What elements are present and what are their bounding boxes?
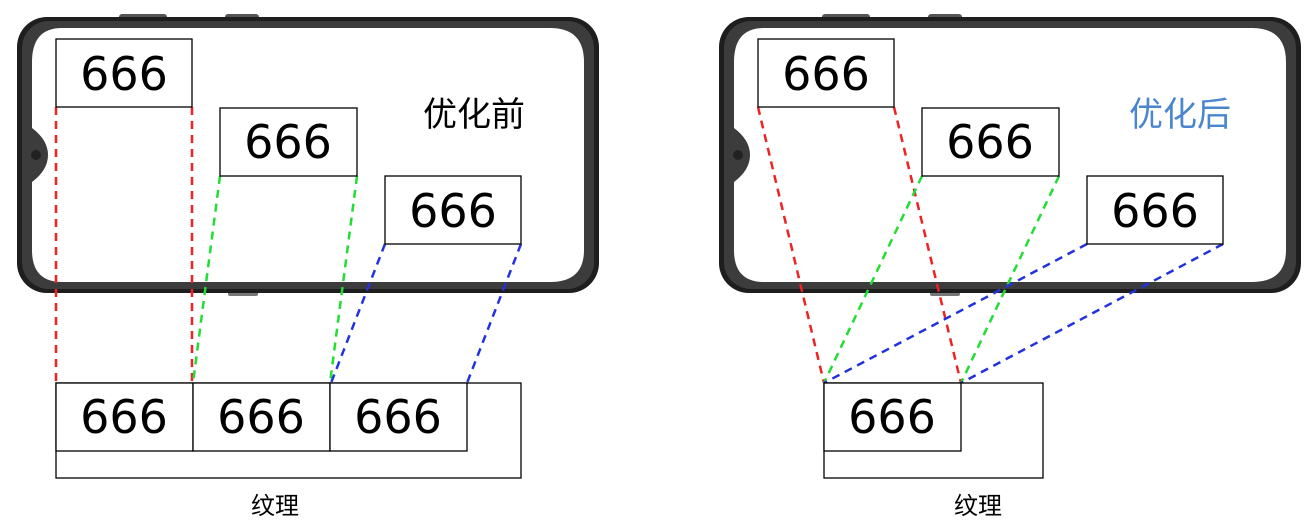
after-title: 优化后: [1129, 95, 1231, 135]
mapping-lines-before: [54, 107, 523, 384]
texture-after: 666: [823, 382, 1044, 479]
screen-box-3: 666: [384, 175, 522, 245]
svg-text:666: 666: [217, 390, 305, 444]
map-line-blue-left: [823, 242, 1088, 385]
after-panel: 666 666 666 优化后 666 纹理: [719, 14, 1301, 520]
screen-box-1: 666: [55, 38, 193, 108]
mapping-lines-after: [756, 106, 1224, 385]
svg-text:666: 666: [409, 184, 497, 238]
texture-slot-3: 666: [329, 382, 468, 452]
map-line-red-right: [892, 106, 963, 384]
texture-slot-2: 666: [192, 382, 331, 452]
map-line-red-left: [756, 106, 826, 384]
texture-slot-1: 666: [55, 382, 194, 452]
screen-box-1: 666: [757, 38, 895, 108]
map-line-blue-right: [465, 243, 523, 384]
svg-text:666: 666: [244, 115, 332, 169]
screen-box-3: 666: [1086, 175, 1224, 245]
texture-before: 666 666 666: [55, 382, 522, 479]
svg-text:666: 666: [80, 47, 168, 101]
svg-text:666: 666: [848, 390, 936, 444]
texture-caption-before: 纹理: [251, 492, 299, 520]
texture-caption-after: 纹理: [954, 492, 1002, 520]
map-line-green-right: [959, 175, 1061, 384]
screen-box-2: 666: [921, 107, 1060, 177]
svg-text:666: 666: [946, 115, 1034, 169]
map-line-green-left: [191, 175, 222, 384]
svg-text:666: 666: [1111, 184, 1199, 238]
map-line-blue-right: [960, 242, 1224, 385]
screen-box-2: 666: [219, 107, 358, 177]
texture-slot-1: 666: [823, 382, 962, 452]
svg-text:666: 666: [782, 47, 870, 101]
map-line-green-right: [328, 175, 359, 384]
before-panel: 666 666 666 优化前 666 666 666: [17, 14, 599, 520]
before-title: 优化前: [423, 95, 525, 135]
svg-text:666: 666: [80, 390, 168, 444]
map-line-green-left: [822, 175, 924, 384]
map-line-blue-left: [329, 243, 387, 384]
svg-text:666: 666: [354, 390, 442, 444]
camera-icon: [733, 150, 743, 160]
camera-icon: [31, 150, 41, 160]
